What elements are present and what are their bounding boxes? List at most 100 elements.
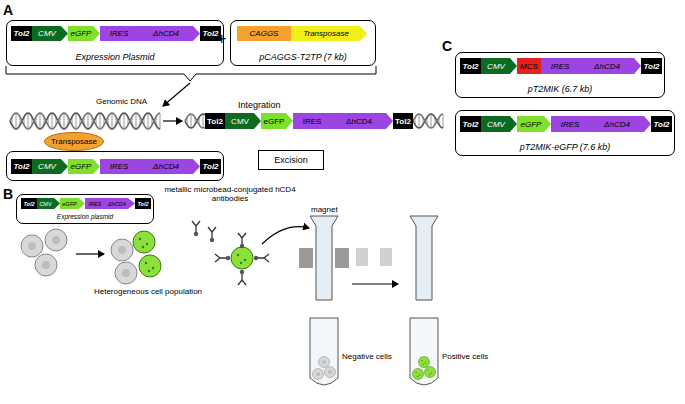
ires-segment: IRES bbox=[100, 26, 138, 41]
enzyme-ellipse: Transposase bbox=[44, 132, 104, 151]
plasmid-outline: pCAGGS-T2TP (7 kb) CAGGS Transposase bbox=[230, 20, 376, 66]
segment-label: ΔhCD4 bbox=[108, 201, 126, 207]
panel-label: B bbox=[3, 186, 13, 202]
segment-label: Tol2 bbox=[137, 201, 148, 207]
gene-segment: ΔhCD4 bbox=[331, 113, 393, 129]
ires-segment: IRES bbox=[541, 58, 579, 74]
segment-label: Tol2 bbox=[13, 29, 29, 38]
segment-label: Tol2 bbox=[462, 62, 478, 71]
segment-label: eGFP bbox=[71, 162, 92, 171]
gene-segment: eGFP bbox=[68, 26, 100, 41]
promoter-segment: CMV bbox=[32, 159, 68, 174]
tol2-segment: Tol2 bbox=[651, 116, 672, 132]
tol2-segment: Tol2 bbox=[21, 198, 37, 209]
plasmid-name: Expression plasmid bbox=[57, 213, 113, 220]
segment-label: CMV bbox=[487, 62, 505, 71]
tol2-segment: Tol2 bbox=[460, 116, 481, 132]
magnetic-column bbox=[299, 216, 398, 385]
process-box: Excision bbox=[258, 150, 324, 170]
ires-segment: IRES bbox=[551, 116, 589, 132]
segment-label: Tol2 bbox=[202, 29, 218, 38]
ires-segment: IRES bbox=[85, 198, 105, 209]
tol2-segment: Tol2 bbox=[135, 198, 151, 209]
segment-label: eGFP bbox=[62, 201, 76, 207]
segment-label: IRES bbox=[561, 120, 580, 129]
plasmid-name: pCAGGS-T2TP (7 kb) bbox=[259, 52, 347, 62]
tol2-segment: Tol2 bbox=[393, 113, 413, 129]
cell-label: Heterogeneous cell population bbox=[78, 287, 218, 296]
gene-segment: Transposase bbox=[291, 26, 367, 41]
gene-segment: eGFP bbox=[60, 198, 85, 209]
dna-strand bbox=[185, 114, 205, 128]
plasmid-outline: Expression plasmidTol2CMVeGFPIRESΔhCD4To… bbox=[16, 194, 154, 224]
dna-strand bbox=[10, 113, 160, 129]
segment-label: IRES bbox=[551, 62, 570, 71]
magnet-label: magnet bbox=[311, 205, 338, 214]
segment-label: Transposase bbox=[51, 137, 97, 146]
promoter-segment: CMV bbox=[225, 113, 261, 129]
segment-label: CMV bbox=[38, 162, 56, 171]
segment-label: Tol2 bbox=[653, 120, 669, 129]
dna-strand bbox=[185, 114, 205, 128]
segment-label: ΔhCD4 bbox=[604, 120, 630, 129]
dna-strand bbox=[413, 114, 443, 128]
segment-label: ΔhCD4 bbox=[153, 162, 179, 171]
tol2-segment: Tol2 bbox=[205, 113, 225, 129]
segment-label: ΔhCD4 bbox=[346, 117, 372, 126]
segment-label: IRES bbox=[89, 201, 102, 207]
gene-segment: eGFP bbox=[261, 113, 293, 129]
ires-segment: IRES bbox=[293, 113, 331, 129]
segment-label: Tol2 bbox=[23, 201, 34, 207]
segment-label: Tol2 bbox=[207, 117, 223, 126]
gene-segment: ΔhCD4 bbox=[579, 58, 641, 74]
gene-segment: ΔhCD4 bbox=[589, 116, 651, 132]
plasmid-name: pT2MIK (6.7 kb) bbox=[528, 84, 593, 94]
segment-label: eGFP bbox=[71, 29, 92, 38]
fraction-label: Positive cells bbox=[442, 352, 488, 361]
gene-segment: eGFP bbox=[68, 159, 100, 174]
promoter-segment: CMV bbox=[32, 26, 68, 41]
arrow bbox=[163, 120, 182, 121]
segment-label: Tol2 bbox=[202, 162, 218, 171]
cells bbox=[21, 221, 309, 285]
panel-label: C bbox=[442, 38, 452, 54]
dna-label: Genomic DNA bbox=[96, 97, 147, 106]
tol2-segment: Tol2 bbox=[460, 58, 481, 74]
gene-segment: ΔhCD4 bbox=[138, 26, 200, 41]
segment-label: MCS bbox=[520, 62, 538, 71]
promoter-segment: CMV bbox=[37, 198, 60, 209]
bracket bbox=[6, 66, 376, 81]
segment-label: IRES bbox=[303, 117, 322, 126]
tol2-segment: Tol2 bbox=[641, 58, 662, 74]
gene-segment: ΔhCD4 bbox=[138, 159, 200, 174]
gene-segment: eGFP bbox=[517, 116, 551, 132]
dna-strand bbox=[10, 113, 160, 129]
plasmid-name: pT2MIK-eGFP (7.6 kb) bbox=[520, 142, 611, 152]
magnetic-column bbox=[410, 216, 438, 385]
segment-label: Excision bbox=[274, 155, 308, 165]
plasmid-outline: pT2MIK-eGFP (7.6 kb)Tol2CMVeGFPIRESΔhCD4… bbox=[455, 110, 675, 156]
segment-label: Tol2 bbox=[643, 62, 659, 71]
promoter-segment: CMV bbox=[481, 58, 517, 74]
tol2-segment: Tol2 bbox=[11, 26, 32, 41]
promoter-segment: CAGGS bbox=[237, 26, 291, 41]
segment-label: eGFP bbox=[264, 117, 285, 126]
step-label: Integration bbox=[238, 100, 281, 110]
fraction-label: Negative cells bbox=[342, 352, 392, 361]
segment-label: CMV bbox=[231, 117, 249, 126]
segment-label: ΔhCD4 bbox=[594, 62, 620, 71]
dna-helix bbox=[10, 113, 443, 129]
tol2-segment: Tol2 bbox=[200, 159, 221, 174]
plasmid-name: Expression Plasmid bbox=[75, 52, 154, 62]
segment-label: Tol2 bbox=[462, 120, 478, 129]
tol2-segment: Tol2 bbox=[11, 159, 32, 174]
plasmid-outline: pT2MIK (6.7 kb) Tol2 CMV MCS IRES ΔhCD4 Tol2 bbox=[455, 52, 665, 98]
plasmid-outline: Expression PlasmidTol2CMVeGFPIRESΔhCD4To… bbox=[6, 20, 224, 66]
ires-segment: IRES bbox=[100, 159, 138, 174]
segment-label: Tol2 bbox=[13, 162, 29, 171]
segment-label: CMV bbox=[38, 29, 56, 38]
reagent-label: metallic microbead-conjugated hCD4 antib… bbox=[160, 185, 300, 203]
segment-label: CAGGS bbox=[250, 29, 279, 38]
segment-label: Transposase bbox=[303, 29, 349, 38]
promoter-segment: CMV bbox=[481, 116, 517, 132]
